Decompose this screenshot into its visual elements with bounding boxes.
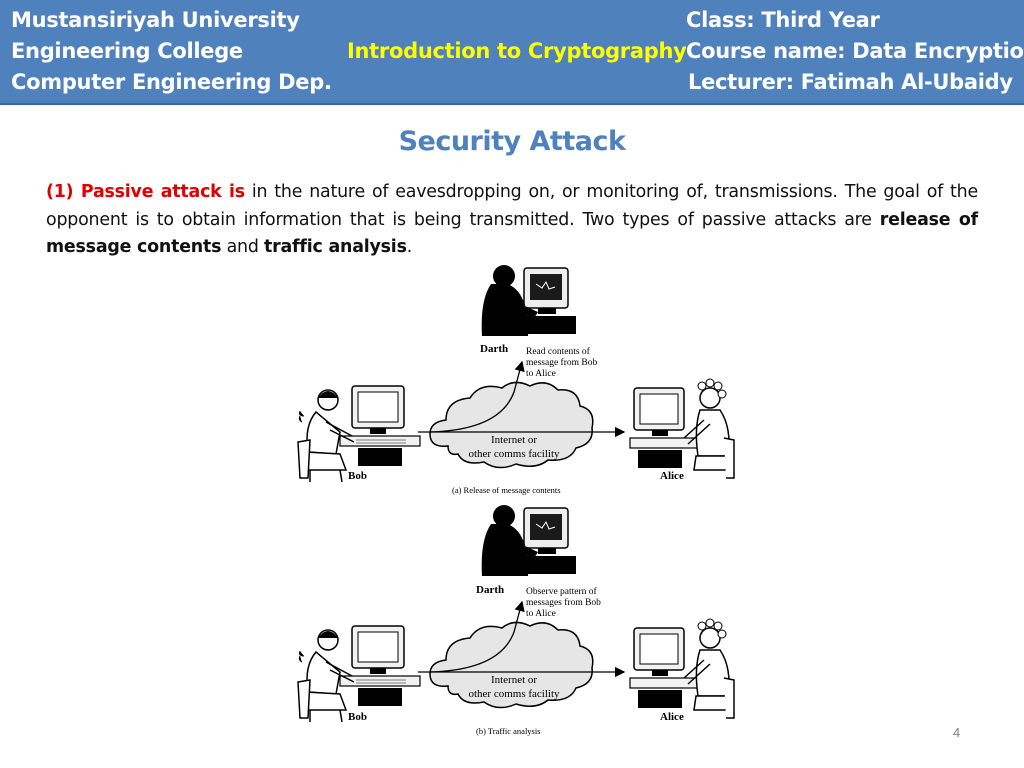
alice-label: Alice: [660, 470, 684, 482]
course-title: Introduction to Cryptography: [347, 39, 687, 63]
eavesdrop-arrow: [429, 360, 525, 433]
darth-note-line-1: Read contents of: [526, 346, 591, 357]
cloud-label-line-2: other comms facility: [468, 448, 560, 460]
term-release-of-message-contents: release of message contents: [46, 209, 978, 258]
passive-attack-lead: (1) Passive attack is: [46, 182, 245, 202]
passive-attack-figure: Darth Read contents of message from Bob …: [297, 264, 735, 736]
paragraph-text-1: in the nature of eavesdropping on, or mo…: [46, 182, 978, 230]
darth-attacker-icon: [480, 504, 577, 577]
slide-title: Security Attack: [398, 126, 626, 157]
darth-note-line-2: messages from Bob: [526, 597, 601, 608]
caption-b: (b) Traffic analysis: [476, 726, 541, 736]
cloud-label-line-1: Internet or: [491, 434, 537, 446]
caption-a: (a) Release of message contents: [452, 485, 561, 495]
course-name: Course name: Data Encryption: [686, 39, 1024, 63]
diagram-b: Darth Observe pattern of messages from B…: [297, 504, 735, 736]
paragraph-text-2: and: [221, 237, 265, 257]
darth-attacker-icon: [480, 264, 577, 337]
alice-computer-icon: [629, 618, 735, 719]
lecturer-name: Lecturer: Fatimah Al-Ubaidy: [688, 70, 1013, 94]
bob-computer-icon: [297, 625, 421, 723]
department-name: Computer Engineering Dep.: [11, 70, 332, 94]
alice-computer-icon: [629, 378, 735, 479]
bob-computer-icon: [297, 385, 421, 483]
darth-note-line-3: to Alice: [526, 369, 556, 379]
bob-label: Bob: [348, 711, 367, 723]
class-info: Class: Third Year: [686, 8, 880, 32]
cloud-label-line-1: Internet or: [491, 674, 537, 686]
diagram-a: Darth Read contents of message from Bob …: [297, 264, 735, 495]
university-name: Mustansiriyah University: [11, 8, 300, 32]
alice-label: Alice: [660, 711, 684, 723]
darth-label: Darth: [480, 343, 508, 355]
passive-attack-paragraph: (1) Passive attack is in the nature of e…: [46, 179, 978, 262]
observe-arrow: [429, 600, 525, 673]
paragraph-text-3: .: [406, 237, 413, 257]
bob-label: Bob: [348, 470, 367, 482]
darth-label: Darth: [476, 584, 504, 596]
cloud-label-line-2: other comms facility: [468, 688, 560, 700]
slide-header: Mustansiriyah University Engineering Col…: [0, 0, 1024, 105]
darth-note-line-2: message from Bob: [526, 357, 597, 368]
darth-note-line-1: Observe pattern of: [526, 586, 598, 597]
page-number: 4: [953, 725, 961, 740]
college-name: Engineering College: [11, 39, 243, 63]
term-traffic-analysis: traffic analysis: [264, 237, 407, 257]
darth-note-line-3: to Alice: [526, 609, 556, 619]
